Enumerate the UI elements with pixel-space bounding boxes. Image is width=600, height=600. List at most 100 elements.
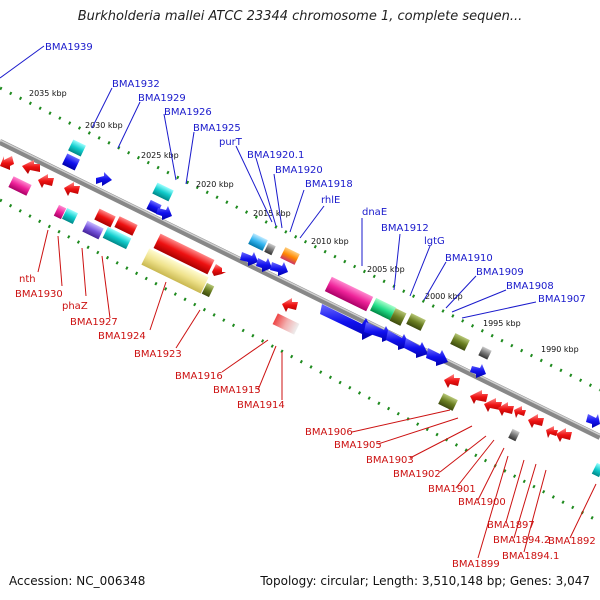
- gene-label[interactable]: BMA1906: [305, 427, 353, 438]
- gene-label[interactable]: BMA1924: [98, 331, 146, 342]
- gene-label[interactable]: purT: [219, 137, 243, 148]
- gene-feature: [240, 252, 258, 266]
- gene-label[interactable]: rhlE: [321, 195, 340, 206]
- gene-label[interactable]: BMA1894.2: [493, 535, 550, 546]
- gene-label[interactable]: BMA1932: [112, 79, 160, 90]
- gene-label[interactable]: BMA1897: [487, 520, 535, 531]
- gene-feature: [156, 206, 172, 220]
- gene-feature: [61, 207, 79, 225]
- gene-label[interactable]: lgtG: [424, 236, 445, 247]
- kbp-label: 2010 kbp: [311, 237, 349, 246]
- accession-text: Accession: NC_006348: [9, 574, 146, 588]
- gene-label[interactable]: BMA1899: [452, 559, 500, 570]
- gene-label[interactable]: BMA1909: [476, 267, 524, 278]
- kbp-label: 2035 kbp: [29, 89, 67, 98]
- gene-feature: [546, 426, 558, 438]
- outer-tick-track: [0, 86, 600, 392]
- gene-label[interactable]: BMA1926: [164, 107, 212, 118]
- gene-label[interactable]: BMA1912: [381, 223, 429, 234]
- gene-label[interactable]: BMA1923: [134, 349, 182, 360]
- gene-feature: [591, 462, 600, 478]
- gene-feature: [280, 247, 300, 265]
- gene-label[interactable]: phaZ: [62, 301, 88, 312]
- gene-feature: [8, 176, 32, 196]
- gene-feature: [484, 398, 502, 412]
- gene-label[interactable]: BMA1939: [45, 42, 93, 53]
- gene-label[interactable]: BMA1916: [175, 371, 223, 382]
- gene-feature: [514, 406, 526, 418]
- gene-label[interactable]: BMA1920.1: [247, 150, 304, 161]
- gene-label[interactable]: BMA1905: [334, 440, 382, 451]
- gene-feature: [62, 153, 80, 171]
- kbp-label: 2030 kbp: [85, 121, 123, 130]
- gene-feature: [528, 414, 544, 428]
- gene-feature: [96, 172, 112, 186]
- gene-feature: [212, 264, 226, 276]
- map-title: Burkholderia mallei ATCC 23344 chromosom…: [77, 9, 523, 24]
- gene-feature: [320, 304, 374, 340]
- gene-feature: [389, 308, 407, 326]
- gene-feature: [64, 182, 80, 196]
- kbp-label: 1995 kbp: [483, 319, 521, 328]
- gene-feature: [370, 297, 396, 321]
- gene-feature: [0, 156, 14, 170]
- gene-label[interactable]: BMA1901: [428, 484, 476, 495]
- gene-feature: [364, 322, 392, 342]
- chromosome-backbone: [0, 139, 600, 440]
- gene-feature: [282, 298, 298, 312]
- forward-leaders: [91, 87, 537, 319]
- gene-label[interactable]: BMA1925: [193, 123, 241, 134]
- top-leader: [0, 45, 45, 79]
- gene-feature: [248, 233, 268, 251]
- gene-feature: [470, 390, 488, 404]
- gene-feature: [270, 262, 288, 276]
- gene-feature: [426, 348, 448, 366]
- gene-label[interactable]: BMA1915: [213, 385, 261, 396]
- reverse-features: [0, 156, 600, 478]
- chromosome-backbone-highlight: [0, 139, 600, 436]
- gene-feature: [438, 393, 458, 411]
- gene-feature: [82, 220, 104, 240]
- kbp-label: 2020 kbp: [196, 180, 234, 189]
- gene-label[interactable]: BMA1914: [237, 400, 285, 411]
- gene-feature: [586, 414, 600, 428]
- gene-feature: [406, 313, 426, 331]
- gene-feature: [53, 204, 67, 220]
- gene-feature: [470, 364, 486, 378]
- gene-feature: [22, 160, 40, 174]
- gene-label[interactable]: BMA1902: [393, 469, 441, 480]
- gene-label[interactable]: nth: [19, 274, 36, 285]
- gene-label[interactable]: BMA1908: [506, 281, 554, 292]
- gene-label[interactable]: BMA1900: [458, 497, 506, 508]
- gene-label[interactable]: BMA1910: [445, 253, 493, 264]
- gene-feature: [386, 330, 410, 350]
- kbp-label: 2000 kbp: [425, 292, 463, 301]
- gene-feature: [556, 428, 572, 442]
- gene-label[interactable]: BMA1894.1: [502, 551, 559, 562]
- gene-feature: [38, 174, 54, 188]
- gene-feature: [201, 282, 215, 298]
- gene-label[interactable]: BMA1927: [70, 317, 118, 328]
- gene-label[interactable]: BMA1920: [275, 165, 323, 176]
- gene-feature: [450, 333, 470, 351]
- gene-feature: [404, 338, 428, 358]
- gene-feature: [264, 242, 276, 256]
- gene-label[interactable]: BMA1918: [305, 179, 353, 190]
- gene-feature: [94, 208, 116, 228]
- gene-label[interactable]: BMA1903: [366, 455, 414, 466]
- gene-feature: [444, 374, 460, 388]
- gene-feature: [102, 226, 132, 250]
- gene-label[interactable]: BMA1929: [138, 93, 186, 104]
- gene-label[interactable]: dnaE: [362, 207, 387, 218]
- reverse-leaders: [37, 229, 597, 559]
- gene-label[interactable]: BMA1892: [548, 536, 596, 547]
- gene-feature: [324, 276, 374, 312]
- kbp-label: 1990 kbp: [541, 345, 579, 354]
- gene-feature: [498, 402, 514, 416]
- gene-label[interactable]: BMA1907: [538, 294, 586, 305]
- gene-feature: [152, 182, 174, 202]
- topology-text: Topology: circular; Length: 3,510,148 bp…: [260, 574, 590, 588]
- gene-label[interactable]: BMA1930: [15, 289, 63, 300]
- gene-feature: [478, 346, 492, 360]
- inner-tick-track: [0, 198, 600, 524]
